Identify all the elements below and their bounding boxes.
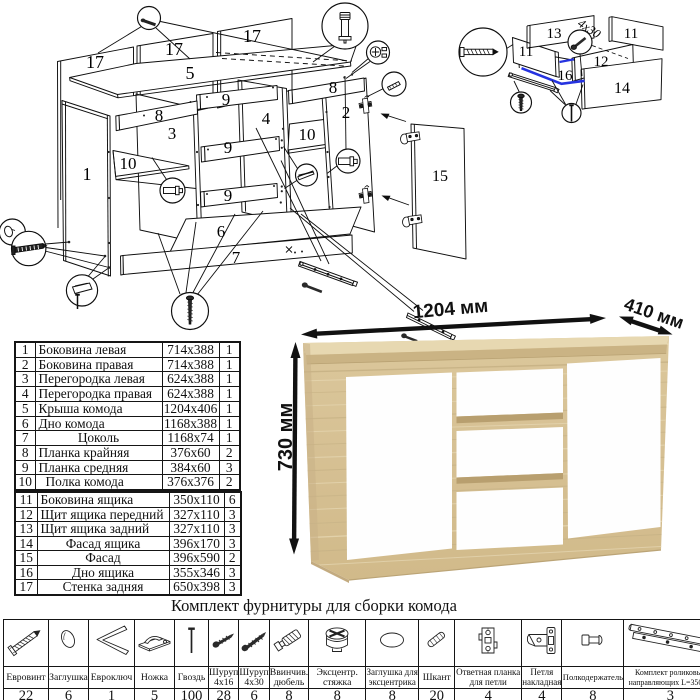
svg-text:14: 14	[614, 80, 630, 97]
svg-text:5: 5	[186, 63, 195, 83]
svg-text:8: 8	[155, 106, 164, 125]
svg-text:1: 1	[83, 164, 92, 184]
svg-text:6: 6	[217, 222, 226, 241]
svg-text:9: 9	[224, 186, 233, 205]
svg-text:9: 9	[222, 90, 231, 109]
svg-text:1204 мм: 1204 мм	[412, 296, 489, 324]
svg-text:7: 7	[232, 248, 241, 267]
svg-text:730 мм: 730 мм	[275, 403, 297, 472]
svg-text:10: 10	[299, 125, 316, 144]
svg-text:3: 3	[168, 124, 177, 143]
svg-text:9: 9	[224, 138, 233, 157]
svg-text:17: 17	[243, 26, 261, 46]
svg-text:15: 15	[432, 168, 448, 185]
svg-text:13: 13	[547, 26, 562, 42]
svg-text:11: 11	[519, 44, 533, 60]
svg-text:2: 2	[342, 103, 351, 122]
svg-text:11: 11	[624, 26, 638, 42]
svg-text:16: 16	[558, 68, 574, 84]
svg-text:17: 17	[165, 39, 183, 59]
svg-text:8: 8	[329, 78, 338, 97]
svg-text:10: 10	[120, 154, 137, 173]
svg-text:12: 12	[594, 54, 609, 70]
svg-text:4: 4	[262, 109, 271, 128]
svg-text:17: 17	[86, 52, 104, 72]
